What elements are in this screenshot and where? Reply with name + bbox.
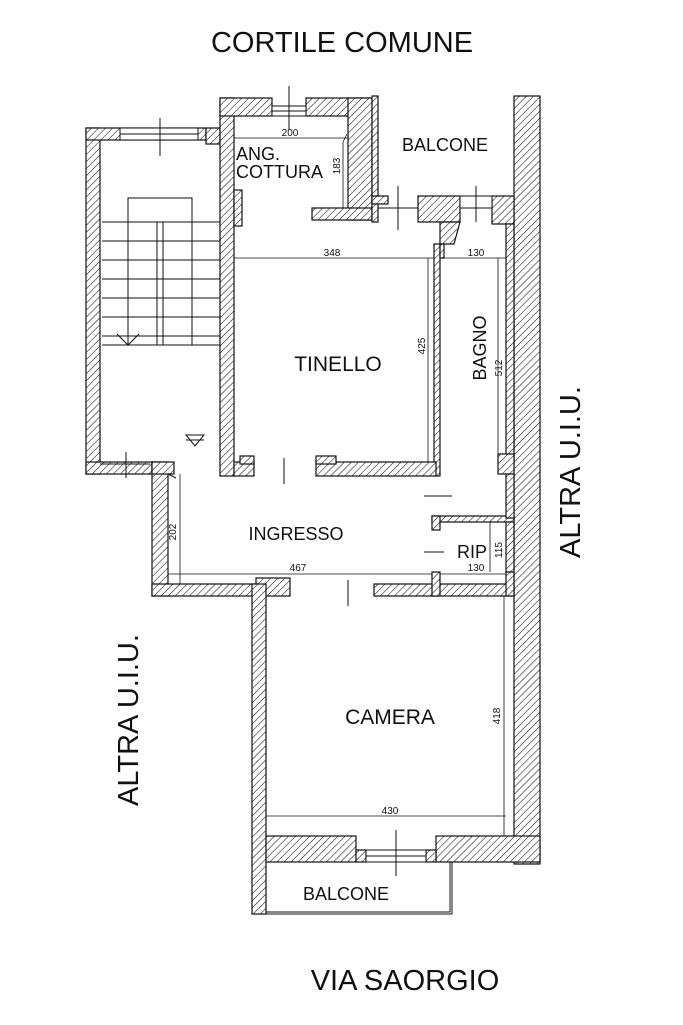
storage-label: RIP [457,542,487,562]
kitchen-label-line2: COTTURA [236,162,323,182]
entrance-label: INGRESSO [248,524,343,544]
dim-entrance-width: 467 [290,563,307,574]
dim-bedroom-depth: 418 [492,707,503,724]
walls-entrance [151,461,515,606]
dim-storage-depth: 115 [494,542,505,558]
bathroom-label: BAGNO [470,315,490,380]
dim-kitchen-depth: 183 [332,157,343,174]
top-street-label: CORTILE COMUNE [211,27,473,59]
kitchen-label-line1: ANG. [236,144,280,164]
dim-kitchen-width: 200 [282,128,299,139]
balcony-bottom-label: BALCONE [303,884,389,904]
walls-north [219,86,541,865]
walls-bedroom [251,583,541,915]
balcony-top-area [371,95,379,197]
dim-bath-width: 130 [468,248,485,259]
dim-storage-width: 130 [468,563,485,574]
dim-entrance-depth: 202 [168,523,179,540]
dimension-lines [168,133,506,836]
stairwell [85,118,221,478]
dim-bedroom-width: 430 [382,806,399,817]
dim-living-depth: 425 [417,337,428,354]
dim-living-width: 348 [324,248,341,259]
left-neighbor-label: ALTRA U.I.U. [113,634,145,806]
dim-bath-depth: 512 [494,359,505,376]
balcony-top-label: BALCONE [402,135,488,155]
living-label: TINELLO [294,353,382,376]
bottom-street-label: VIA SAORGIO [311,965,500,997]
right-neighbor-label: ALTRA U.I.U. [555,386,587,558]
stair-steps [102,197,220,346]
bedroom-label: CAMERA [345,706,435,729]
